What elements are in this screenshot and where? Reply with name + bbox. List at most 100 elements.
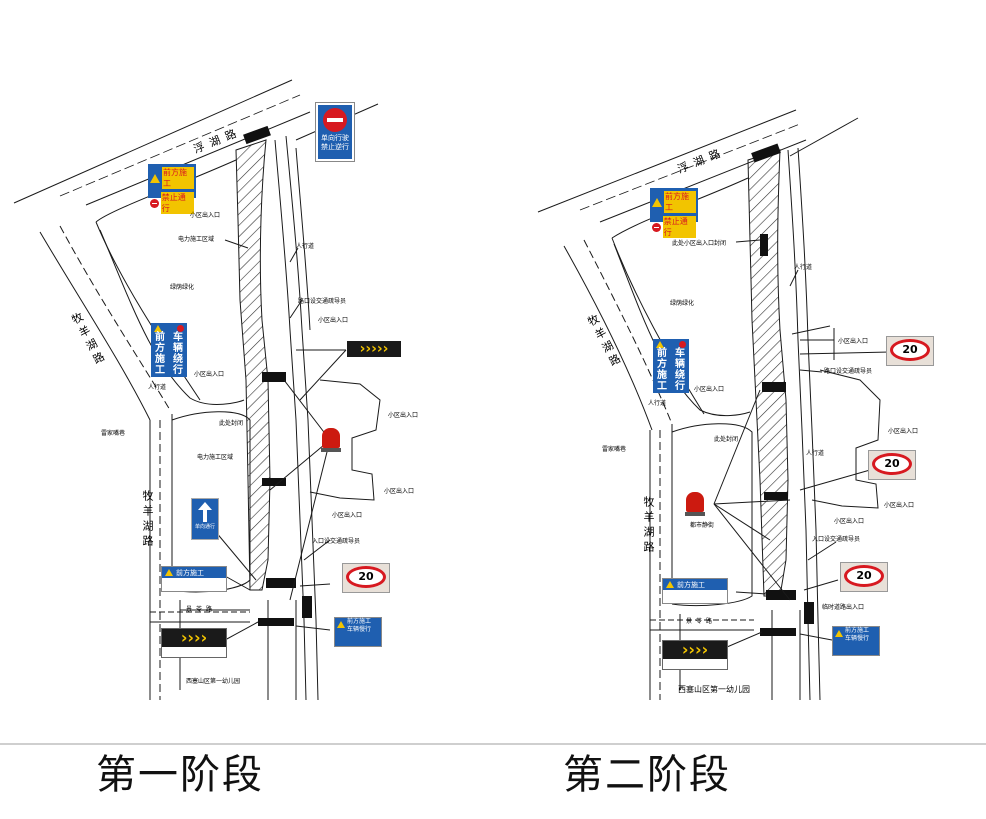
speed-limit-sign-2a: 20 bbox=[886, 336, 934, 366]
detour-char: 工 bbox=[657, 381, 667, 392]
no-entry-sign: 单向行驶 禁止逆行 bbox=[315, 102, 355, 162]
label-sidewalk-left-2: 人行道 bbox=[648, 400, 667, 407]
slow-down-panel-2: 前方施工 车辆慢行 bbox=[832, 626, 880, 656]
detour-char: 方 bbox=[155, 343, 165, 354]
east-road-lines-2 bbox=[771, 147, 821, 701]
label-entrance-top: 小区出入口 bbox=[190, 212, 221, 219]
no-entry-small-icon bbox=[679, 341, 686, 348]
label-entrance-right2: 小区出入口 bbox=[384, 488, 415, 495]
label-sidewalk-top: 人行道 bbox=[296, 243, 315, 250]
no-entry-small-icon bbox=[652, 222, 661, 232]
up-arrow-icon bbox=[198, 502, 212, 510]
work-ahead-sign-2: 前方施工 禁止通行 bbox=[650, 188, 698, 238]
speed-limit-value: 20 bbox=[902, 343, 918, 356]
label-entrance-right3-2: 小区出入口 bbox=[834, 518, 865, 525]
label-entrance-right1-2: 小区出入口 bbox=[888, 428, 919, 435]
work-ahead-line1: 前方施工 bbox=[664, 191, 696, 213]
road-label-west-2: 牧羊湖路 bbox=[584, 312, 625, 372]
label-entrance-right3: 小区出入口 bbox=[332, 512, 363, 519]
stage-1-annotations: 单向行驶 禁止逆行 前方施工 禁止通行 前方施工 车辆绕行 ››››› bbox=[69, 102, 419, 685]
speed-limit-value: 20 bbox=[884, 457, 900, 470]
label-closed-here-2: 此处封闭 bbox=[714, 436, 739, 443]
warning-beacon bbox=[321, 428, 341, 452]
label-entrance-left: 小区出入口 bbox=[194, 371, 225, 378]
label-entrance-guard-2: 入口设交通疏导员 bbox=[812, 536, 861, 543]
chevron-icon: ›››› bbox=[180, 628, 208, 647]
detour-char: 前 bbox=[657, 348, 667, 359]
no-entry-line2: 禁止逆行 bbox=[321, 143, 349, 151]
label-closed-here: 此处封闭 bbox=[219, 420, 244, 427]
chevron-board-2: ›››› bbox=[662, 640, 728, 670]
warning-triangle-icon bbox=[337, 621, 345, 628]
no-entry-line1: 单向行驶 bbox=[321, 134, 349, 142]
label-power-zone-mid: 电力施工区域 bbox=[197, 454, 234, 461]
construction-icon bbox=[666, 581, 674, 588]
label-crossing-guard: 路口设交通疏导员 bbox=[298, 298, 347, 305]
power-construction-strip bbox=[235, 139, 271, 591]
front-work-text: 前方施工 bbox=[176, 568, 204, 577]
detour-char: 行 bbox=[675, 381, 685, 392]
label-entrance-guard: 入口设交通疏导员 bbox=[312, 538, 361, 545]
detour-char: 施 bbox=[155, 354, 165, 365]
detour-sign-2: 前方施工 车辆绕行 bbox=[653, 339, 689, 393]
power-construction-strip-2 bbox=[747, 149, 789, 597]
warning-triangle-icon bbox=[652, 197, 662, 207]
kindergarten-label: 西塞山区第一幼儿园 bbox=[186, 678, 241, 685]
road-label-south: 景苓路 bbox=[186, 606, 217, 613]
warning-triangle-icon bbox=[150, 173, 160, 183]
label-beacon-2: 都市静街 bbox=[690, 522, 715, 529]
detour-char: 行 bbox=[173, 365, 183, 376]
west-road bbox=[39, 221, 201, 700]
north-road bbox=[13, 79, 379, 206]
detour-char: 辆 bbox=[675, 359, 685, 370]
kindergarten-label-2: 西塞山区第一幼儿园 bbox=[678, 685, 750, 694]
panel-line2: 车辆慢行 bbox=[347, 626, 372, 633]
speed-limit-sign: 20 bbox=[342, 563, 390, 593]
west-road-2 bbox=[563, 237, 705, 700]
front-work-text: 前方施工 bbox=[677, 580, 705, 589]
road-label-north-2: 浮湖路 bbox=[675, 144, 728, 177]
no-entry-small-icon bbox=[177, 325, 184, 332]
work-ahead-line2: 禁止通行 bbox=[662, 216, 696, 238]
detour-char: 绕 bbox=[675, 370, 685, 381]
label-entrance-right-top-2: 小区出入口 bbox=[838, 338, 869, 345]
label-entrance-right1: 小区出入口 bbox=[388, 412, 419, 419]
no-entry-small-icon bbox=[150, 198, 159, 208]
detour-char: 车 bbox=[675, 348, 685, 359]
work-ahead-sign: 前方施工 禁止通行 bbox=[148, 164, 196, 214]
slow-down-panel: 前方施工 车辆慢行 bbox=[334, 617, 382, 647]
label-entrance-left-2: 小区出入口 bbox=[694, 386, 725, 393]
detour-char: 绕 bbox=[173, 354, 183, 365]
front-work-board: 前方施工 bbox=[161, 566, 227, 592]
label-closed-entrance: 此处小区出入口封闭 bbox=[672, 240, 727, 247]
caption-divider bbox=[0, 743, 986, 745]
label-power-zone-top: 电力施工区域 bbox=[178, 236, 215, 243]
west-area-label-2: 雷家嘴巷 bbox=[602, 446, 627, 453]
panel-line1: 前方施工 bbox=[347, 618, 372, 625]
stage-2-caption: 第二阶段 bbox=[563, 752, 731, 798]
warning-triangle-icon bbox=[154, 325, 162, 332]
warning-triangle-icon bbox=[835, 630, 843, 637]
stage-2-diagram bbox=[537, 109, 891, 701]
label-sidewalk-left: 人行道 bbox=[148, 384, 167, 391]
west-area-label: 雷家嘴巷 bbox=[101, 430, 126, 437]
road-label-west-lower-2: 牧羊湖路 bbox=[642, 496, 655, 556]
road-label-south-2: 景苓路 bbox=[686, 618, 717, 625]
speed-limit-sign-2c: 20 bbox=[840, 562, 888, 592]
east-road-lines bbox=[267, 135, 319, 701]
warning-triangle-icon bbox=[656, 341, 664, 348]
work-ahead-line2: 禁止通行 bbox=[160, 192, 194, 214]
label-bike-path: 绿荫绿化 bbox=[170, 284, 195, 291]
speed-limit-value: 20 bbox=[856, 569, 872, 582]
one-way-sign: 单向通行 bbox=[191, 498, 219, 540]
detour-char: 辆 bbox=[173, 343, 183, 354]
speed-limit-value: 20 bbox=[358, 570, 374, 583]
label-entrance-mid: 小区出入口 bbox=[318, 317, 349, 324]
detour-char: 方 bbox=[657, 359, 667, 370]
chevron-board: ›››› bbox=[161, 628, 227, 658]
front-work-board-2: 前方施工 bbox=[662, 578, 728, 604]
detour-char: 工 bbox=[155, 365, 165, 376]
label-crossing-guard-2: 路口设交通疏导员 bbox=[824, 368, 873, 375]
